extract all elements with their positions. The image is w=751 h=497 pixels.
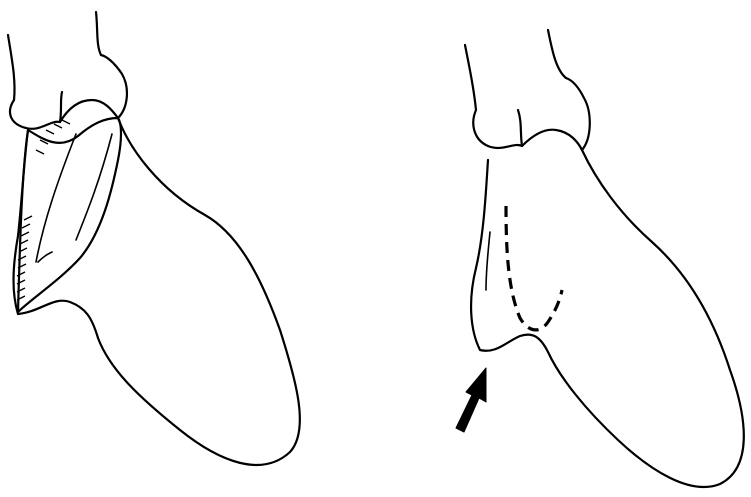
arrow-icon xyxy=(456,368,486,432)
right-crown-inner-curve xyxy=(518,110,522,146)
right-body-outline xyxy=(471,150,744,487)
left-panel xyxy=(8,12,300,465)
right-inner-line xyxy=(486,232,490,290)
right-root-line-right xyxy=(548,30,566,78)
left-inner-oval xyxy=(18,118,121,312)
right-panel xyxy=(456,30,744,487)
left-root-line-left xyxy=(8,35,15,100)
right-crown-bulge xyxy=(473,78,589,150)
left-inner-line-c xyxy=(38,252,52,262)
dashed-outline xyxy=(506,206,562,330)
left-inner-line-b xyxy=(76,134,112,240)
left-root-line-right xyxy=(96,12,101,55)
left-crown-bulge xyxy=(10,55,127,129)
left-body-outline xyxy=(14,118,300,465)
right-root-line-left xyxy=(465,45,476,110)
